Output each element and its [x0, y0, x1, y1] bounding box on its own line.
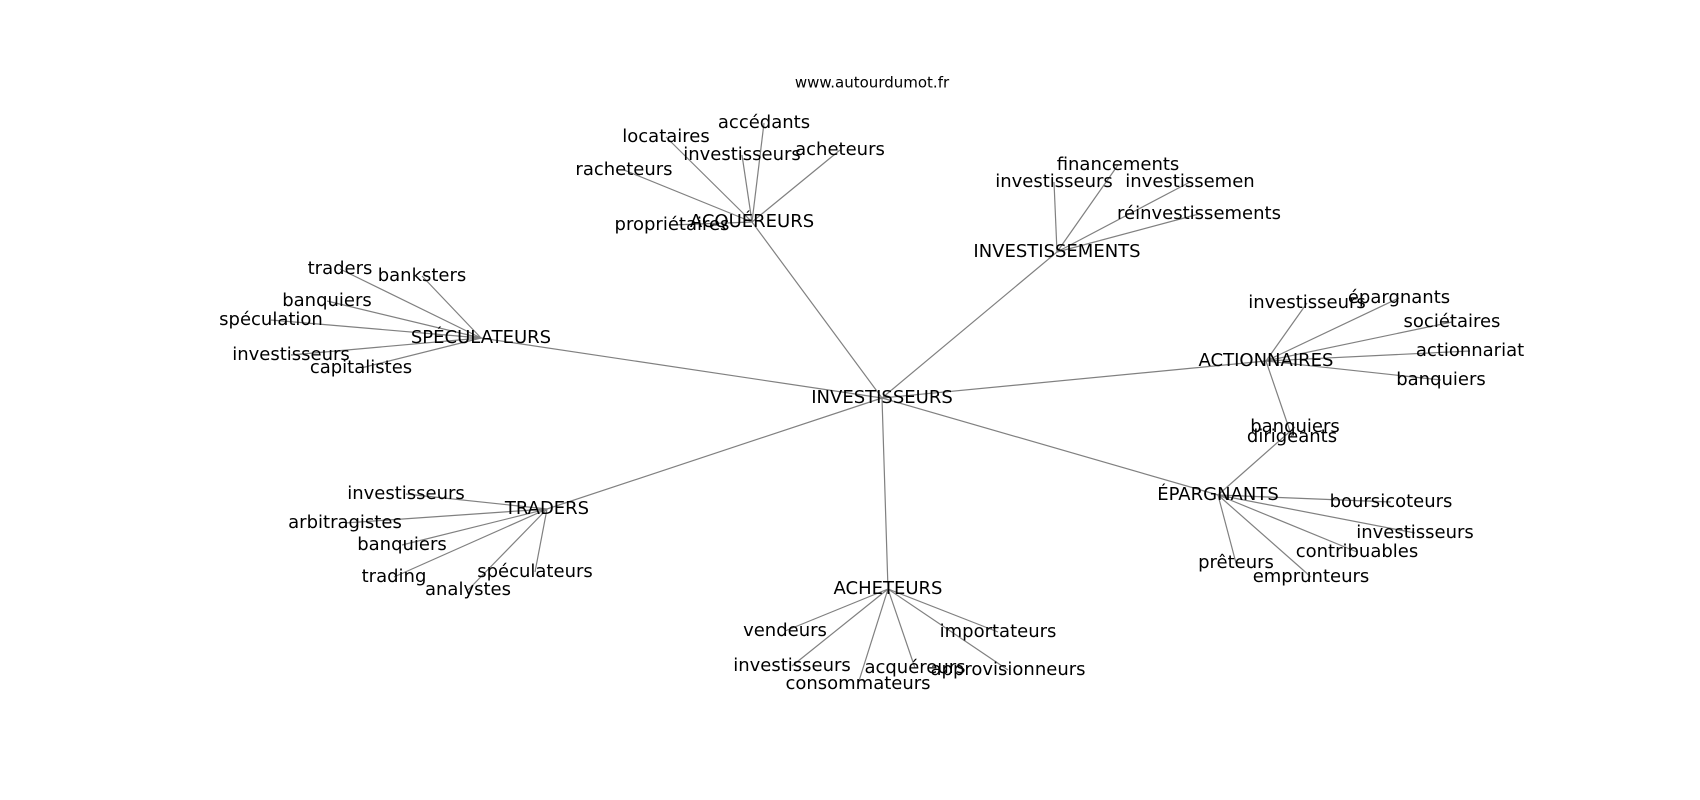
edge-layer	[270, 122, 1471, 685]
edge-acquereurs-3	[751, 149, 841, 223]
edge-speculateurs-3	[270, 319, 482, 339]
edge-actionnaires-0	[1265, 302, 1308, 362]
leaf-node-traders-4[interactable]: analystes	[425, 579, 511, 600]
edge-center-actionnaires	[881, 360, 1267, 399]
edge-acheteurs-0	[784, 588, 889, 632]
leaf-node-speculateurs-4[interactable]: investisseurs	[232, 344, 350, 365]
edge-epargnants-3	[1217, 494, 1358, 553]
edge-acheteurs-2	[791, 588, 889, 667]
leaf-node-acquereurs-3[interactable]: acheteurs	[795, 139, 885, 160]
leaf-node-epargnants-4[interactable]: prêteurs	[1198, 552, 1274, 573]
leaf-node-speculateurs-1[interactable]: banksters	[378, 265, 467, 286]
label-layer: INVESTISSEURS ACQUÉREURS accédants locatair…	[219, 112, 1524, 694]
edge-actionnaires-3	[1265, 350, 1471, 362]
leaf-node-acquereurs-2[interactable]: investisseurs	[683, 144, 801, 165]
edge-epargnants-1	[1217, 494, 1392, 503]
edge-speculateurs-2	[326, 300, 482, 339]
edge-acquereurs-2	[741, 154, 753, 223]
leaf-node-investissements-2[interactable]: investissemen	[1125, 171, 1254, 192]
edge-actionnaires-5	[1265, 360, 1293, 438]
edge-acheteurs-1	[887, 588, 999, 633]
edge-acheteurs-3	[887, 588, 916, 669]
edge-acquereurs-1	[665, 136, 753, 223]
leaf-node-investissements-1[interactable]: investisseurs	[995, 171, 1113, 192]
leaf-node-acheteurs-4[interactable]: approvisionneurs	[930, 659, 1085, 680]
edge-investissements-0	[1056, 164, 1119, 253]
leaf-node-traders-5[interactable]: spéculateurs	[477, 561, 593, 582]
edge-epargnants-2	[1217, 494, 1416, 534]
edge-investissements-2	[1056, 181, 1191, 253]
edge-investissements-1	[1053, 181, 1058, 253]
edge-epargnants-0	[1217, 426, 1296, 496]
edge-speculateurs-1	[421, 275, 482, 339]
edge-actionnaires-2	[1265, 321, 1453, 362]
leaf-node-acquereurs-0[interactable]: accédants	[718, 112, 810, 133]
leaf-node-epargnants-3[interactable]: contribuables	[1296, 541, 1419, 562]
edge-epargnants-5	[1217, 494, 1312, 578]
hub-node-actionnaires[interactable]: ACTIONNAIRES	[1199, 350, 1334, 371]
leaf-node-epargnants-0[interactable]: banquiers	[1250, 416, 1340, 437]
edge-acheteurs-4	[887, 588, 1009, 671]
edge-center-traders	[546, 397, 883, 510]
edge-actionnaires-4	[1265, 360, 1442, 381]
leaf-node-acheteurs-3[interactable]: acquéreurs	[864, 657, 965, 678]
leaf-node-acheteurs-5[interactable]: consommateurs	[785, 673, 930, 694]
edge-traders-1	[344, 508, 548, 524]
edge-acquereurs-0	[751, 122, 765, 223]
edge-traders-0	[405, 493, 548, 510]
edge-center-acheteurs	[881, 397, 889, 590]
leaf-node-actionnaires-5[interactable]: dirigeants	[1247, 426, 1337, 447]
edge-actionnaires-1	[1265, 297, 1400, 362]
edge-center-epargnants	[881, 397, 1219, 496]
leaf-node-speculateurs-3[interactable]: spéculation	[219, 309, 323, 330]
edge-traders-3	[393, 508, 548, 578]
edge-center-investissements	[881, 251, 1058, 399]
leaf-node-epargnants-1[interactable]: boursicoteurs	[1330, 491, 1453, 512]
leaf-node-speculateurs-0[interactable]: traders	[308, 258, 373, 279]
edge-investissements-3	[1056, 213, 1200, 253]
leaf-node-acquereurs-1[interactable]: locataires	[622, 126, 710, 147]
leaf-node-investissements-3[interactable]: réinvestissements	[1117, 203, 1281, 224]
leaf-node-traders-2[interactable]: banquiers	[357, 534, 447, 555]
leaf-node-acquereurs-4[interactable]: racheteurs	[575, 159, 672, 180]
hub-node-epargnants[interactable]: ÉPARGNANTS	[1157, 483, 1279, 505]
hub-node-acquereurs[interactable]: ACQUÉREURS	[690, 210, 814, 232]
leaf-node-actionnaires-4[interactable]: banquiers	[1396, 369, 1486, 390]
leaf-node-speculateurs-2[interactable]: banquiers	[282, 290, 372, 311]
edge-speculateurs-0	[339, 268, 482, 339]
edge-traders-2	[401, 508, 548, 546]
hub-node-acheteurs[interactable]: ACHETEURS	[834, 578, 943, 599]
leaf-node-actionnaires-3[interactable]: actionnariat	[1416, 340, 1524, 361]
edge-center-speculateurs	[480, 337, 883, 399]
leaf-node-investissements-0[interactable]: financements	[1057, 154, 1180, 175]
hub-node-speculateurs[interactable]: SPÉCULATEURS	[411, 326, 551, 348]
leaf-node-epargnants-2[interactable]: investisseurs	[1356, 522, 1474, 543]
leaf-node-actionnaires-1[interactable]: épargnants	[1348, 287, 1450, 308]
leaf-node-traders-0[interactable]: investisseurs	[347, 483, 465, 504]
site-url-label: www.autourdumot.fr	[795, 74, 950, 92]
edge-acquereurs-4	[623, 169, 753, 223]
leaf-node-acheteurs-1[interactable]: importateurs	[940, 621, 1057, 642]
leaf-node-speculateurs-5[interactable]: capitalistes	[310, 357, 412, 378]
edge-epargnants-4	[1217, 494, 1237, 564]
leaf-node-acquereurs-5[interactable]: propriétaires	[615, 214, 730, 235]
leaf-node-acheteurs-0[interactable]: vendeurs	[743, 620, 827, 641]
leaf-node-actionnaires-0[interactable]: investisseurs	[1248, 292, 1366, 313]
hub-node-traders[interactable]: TRADERS	[504, 498, 589, 519]
edge-acquereurs-5	[671, 221, 753, 226]
leaf-node-acheteurs-2[interactable]: investisseurs	[733, 655, 851, 676]
edge-acheteurs-5	[857, 588, 889, 685]
leaf-node-actionnaires-2[interactable]: sociétaires	[1404, 311, 1501, 332]
leaf-node-epargnants-5[interactable]: emprunteurs	[1253, 566, 1370, 587]
edge-traders-4	[467, 508, 548, 591]
hub-node-investissements[interactable]: INVESTISSEMENTS	[973, 241, 1140, 262]
edge-traders-5	[534, 508, 548, 573]
center-node-label[interactable]: INVESTISSEURS	[811, 387, 953, 408]
edge-speculateurs-4	[290, 337, 482, 356]
leaf-node-traders-3[interactable]: trading	[362, 566, 427, 587]
edge-speculateurs-5	[360, 337, 482, 369]
edge-center-acquereurs	[751, 221, 883, 399]
leaf-node-traders-1[interactable]: arbitragistes	[288, 512, 402, 533]
